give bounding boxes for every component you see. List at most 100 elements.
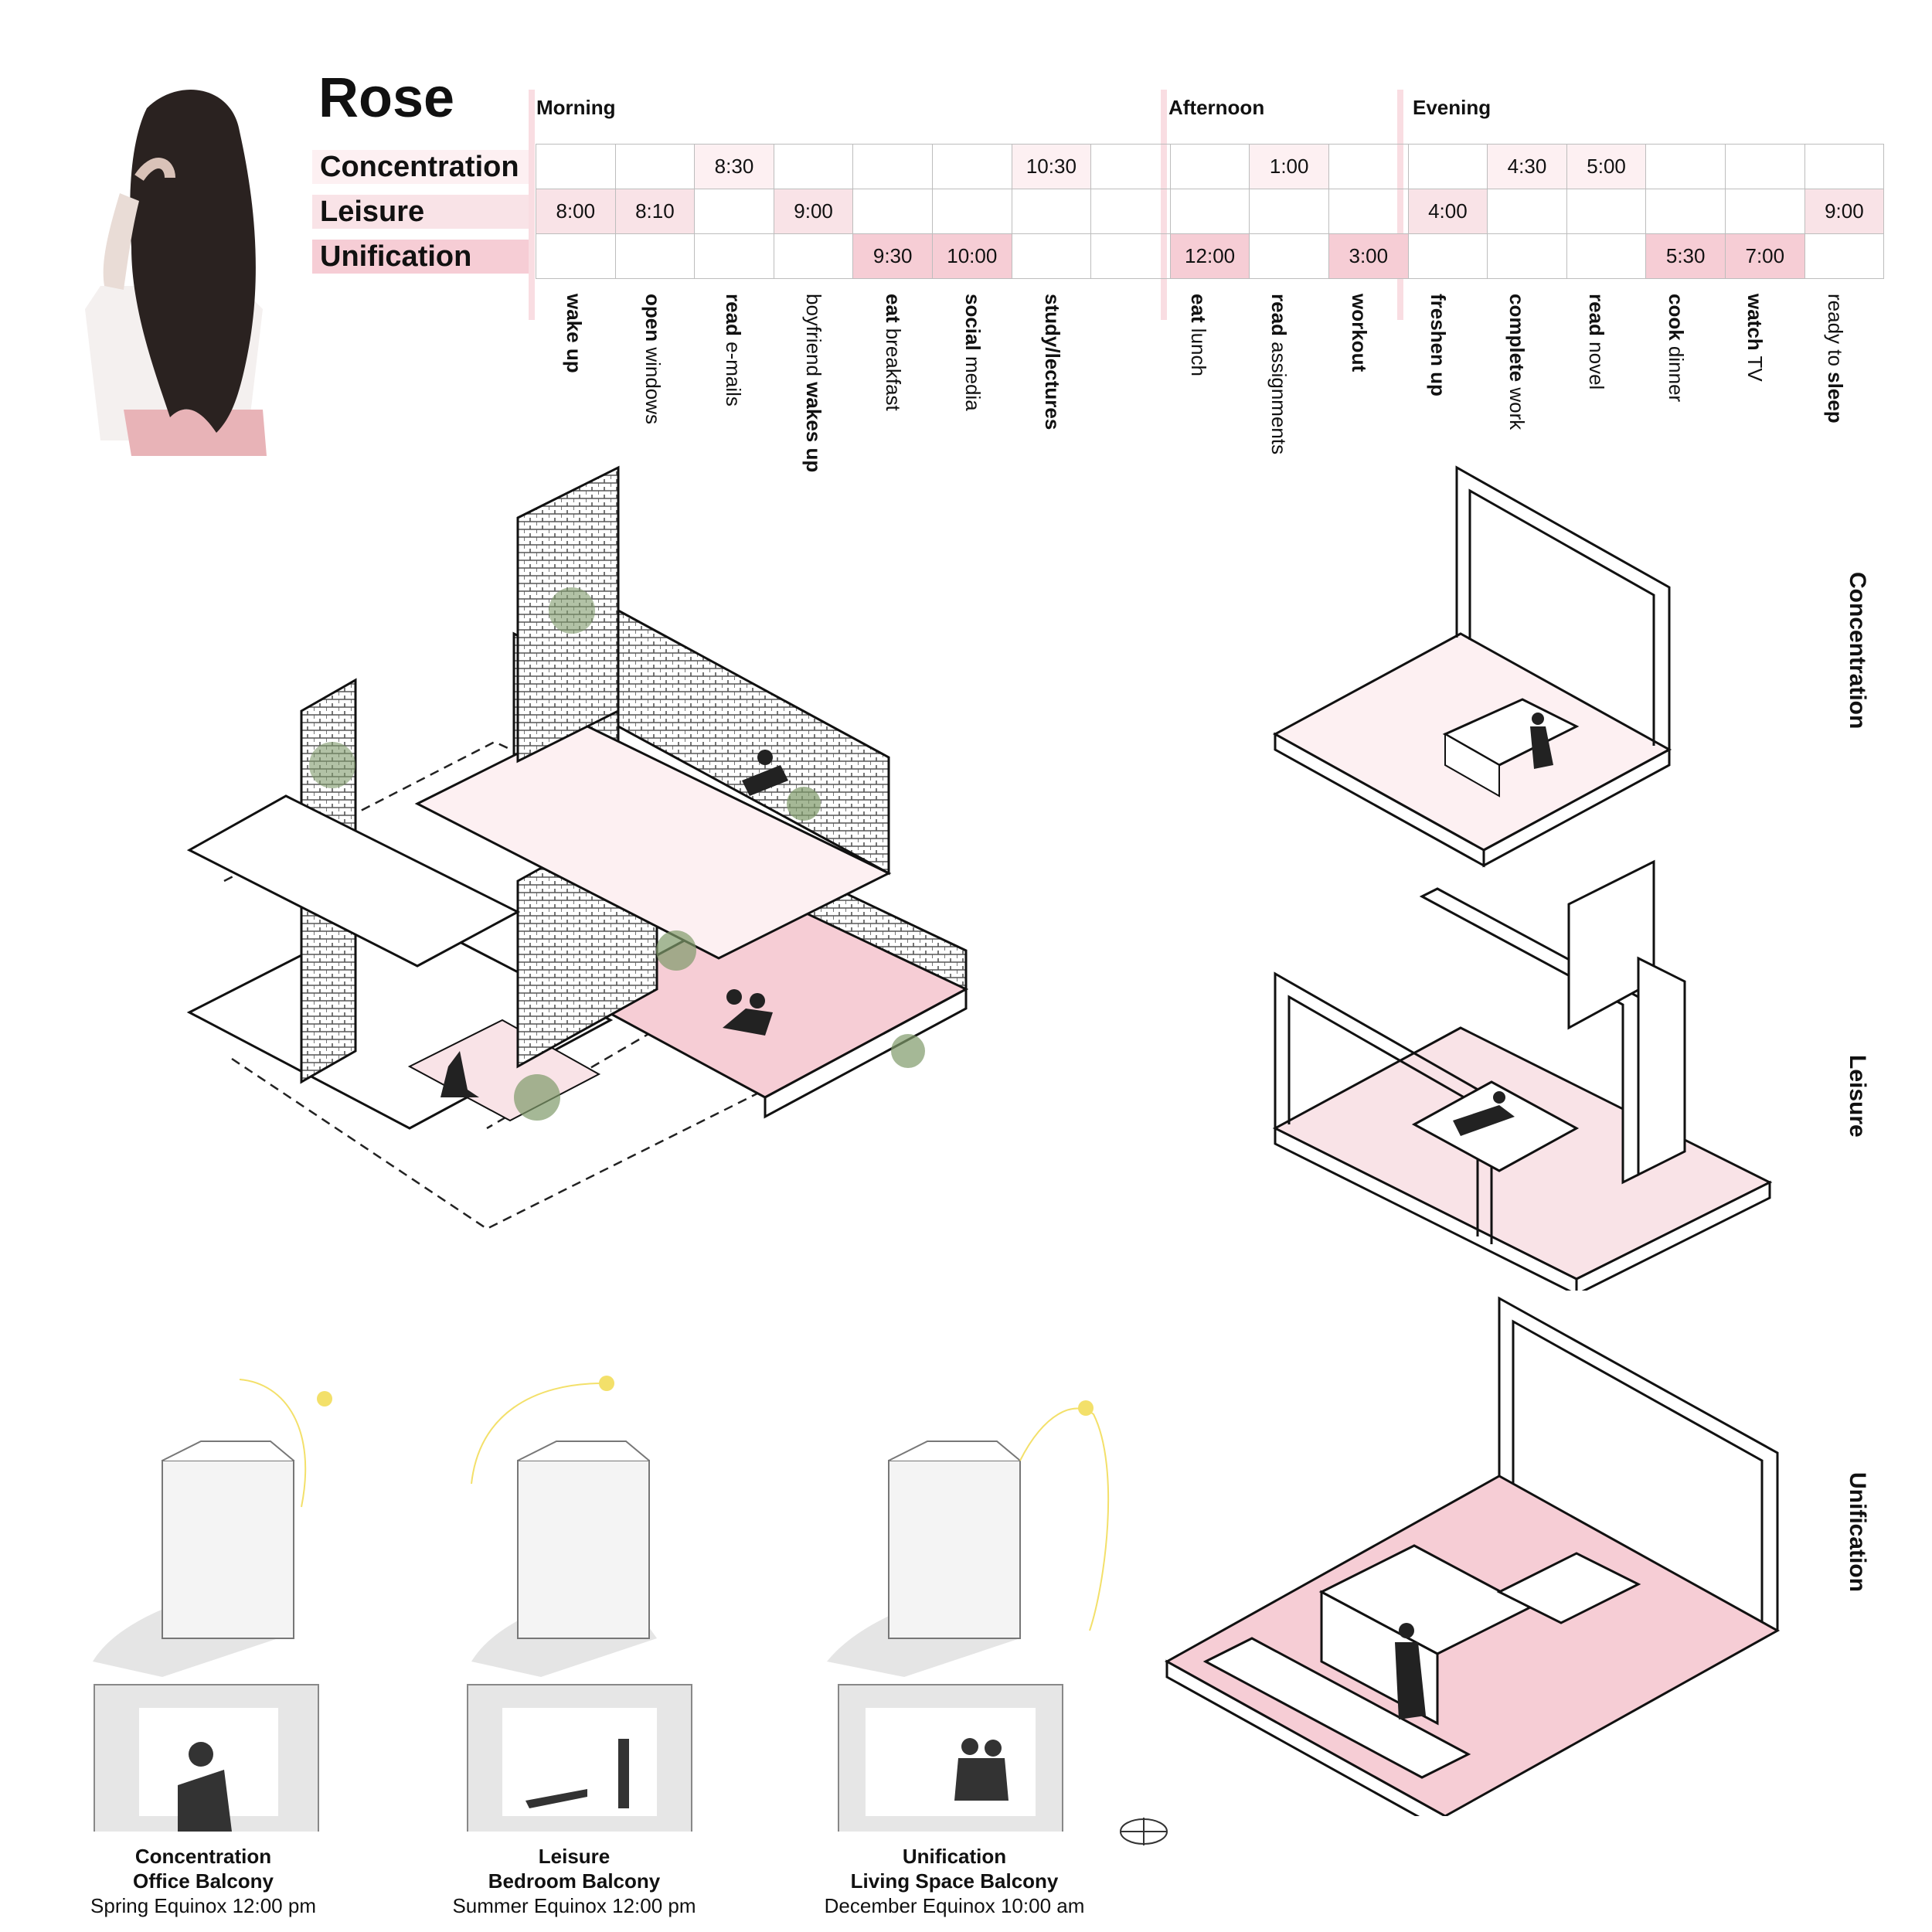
schedule-cell bbox=[1090, 189, 1171, 234]
activity-object: e-mails bbox=[722, 335, 745, 406]
activity-object: dinner bbox=[1665, 340, 1688, 403]
sun-study-unification bbox=[827, 1400, 1110, 1832]
activity-verb: eat bbox=[882, 294, 905, 323]
caption-line2: Living Space Balcony bbox=[850, 1869, 1059, 1893]
schedule-cell bbox=[1804, 144, 1885, 189]
activity-label: workout bbox=[1345, 294, 1376, 479]
period-morning: Morning bbox=[536, 96, 616, 119]
activity-label: read e-mails bbox=[719, 294, 750, 479]
schedule-cell bbox=[694, 233, 774, 279]
activity-verb: cook bbox=[1665, 294, 1688, 341]
activity-object: breakfast bbox=[882, 322, 905, 411]
activity-label: social media bbox=[958, 294, 989, 479]
schedule-cell bbox=[1566, 233, 1647, 279]
schedule-cell: 10:30 bbox=[1011, 144, 1092, 189]
activity-object: lunch bbox=[1187, 322, 1210, 376]
schedule-cell: 5:30 bbox=[1645, 233, 1726, 279]
activity-label: wake up bbox=[560, 294, 590, 479]
schedule-cell: 8:00 bbox=[536, 189, 616, 234]
side-label-unification: Unification bbox=[1845, 1472, 1870, 1592]
schedule-cell bbox=[1407, 144, 1488, 189]
schedule-cell bbox=[1249, 189, 1329, 234]
schedule-cell: 9:00 bbox=[1804, 189, 1885, 234]
schedule-cell: 4:00 bbox=[1407, 189, 1488, 234]
schedule-cell bbox=[694, 189, 774, 234]
schedule-cell bbox=[773, 233, 854, 279]
activity-verb: freshen up bbox=[1427, 294, 1450, 396]
activity-label: freshen up bbox=[1423, 294, 1454, 479]
activity-object: novel bbox=[1585, 335, 1608, 390]
activity-label: cook dinner bbox=[1662, 294, 1692, 479]
schedule-cell: 12:00 bbox=[1169, 233, 1250, 279]
activity-label: read assignments bbox=[1264, 294, 1295, 479]
period-divider bbox=[1397, 90, 1403, 320]
row-label-unification: Unification bbox=[312, 240, 532, 274]
schedule-cell bbox=[932, 189, 1012, 234]
activity-verb: complete bbox=[1505, 294, 1529, 383]
caption-line2: Office Balcony bbox=[132, 1869, 274, 1893]
activity-verb: sleep bbox=[1824, 372, 1847, 423]
activity-verb: read bbox=[1585, 294, 1608, 336]
activity-prefix: ready to bbox=[1824, 294, 1847, 372]
schedule-cell bbox=[1645, 144, 1726, 189]
activity-object: media bbox=[961, 350, 985, 411]
caption-line2: Bedroom Balcony bbox=[488, 1869, 661, 1893]
activity-label: boyfriend wakes up bbox=[799, 294, 830, 479]
side-label-concentration: Concentration bbox=[1845, 572, 1870, 730]
schedule-cell bbox=[1011, 189, 1092, 234]
schedule-cell bbox=[1487, 233, 1567, 279]
schedule-cell bbox=[932, 144, 1012, 189]
activity-label: eat breakfast bbox=[879, 294, 910, 479]
caption-line1: Unification bbox=[902, 1845, 1007, 1868]
activity-label: eat lunch bbox=[1184, 294, 1215, 479]
schedule-cell: 8:10 bbox=[614, 189, 696, 234]
schedule-cell bbox=[852, 189, 933, 234]
main-axonometric-drawing bbox=[186, 465, 969, 1230]
schedule-cell bbox=[1090, 233, 1171, 279]
schedule-cell: 10:00 bbox=[932, 233, 1012, 279]
activity-label: read novel bbox=[1582, 294, 1613, 479]
schedule-cell bbox=[1487, 189, 1567, 234]
sun-study-leisure bbox=[467, 1376, 692, 1832]
caption-line3: Spring Equinox 12:00 pm bbox=[90, 1894, 316, 1917]
activity-object: windows bbox=[641, 342, 665, 425]
caption-line1: Concentration bbox=[134, 1845, 272, 1868]
activity-verb: social bbox=[961, 294, 985, 351]
schedule-cell: 1:00 bbox=[1249, 144, 1329, 189]
activity-object: work bbox=[1505, 382, 1529, 430]
activity-object: assignments bbox=[1267, 335, 1291, 455]
activity-verb: eat bbox=[1187, 294, 1210, 323]
schedule-cell bbox=[1566, 189, 1647, 234]
schedule-cell bbox=[1249, 233, 1329, 279]
schedule-cell bbox=[1169, 144, 1250, 189]
schedule-cell bbox=[1804, 233, 1885, 279]
schedule-cell bbox=[536, 144, 616, 189]
activity-verb: read bbox=[1267, 294, 1291, 336]
portrait-photo bbox=[85, 90, 267, 456]
activity-label: open windows bbox=[638, 294, 669, 479]
activity-verb: workout bbox=[1348, 294, 1371, 372]
activity-verb: open bbox=[641, 294, 665, 342]
period-divider bbox=[529, 90, 535, 320]
schedule-cell bbox=[1407, 233, 1488, 279]
row-label-leisure: Leisure bbox=[312, 195, 532, 229]
activity-verb: study/lectures bbox=[1041, 294, 1064, 430]
sun-study-concentration bbox=[93, 1379, 332, 1832]
schedule-cell bbox=[1645, 189, 1726, 234]
schedule-cell bbox=[1169, 189, 1250, 234]
schedule-cell: 3:00 bbox=[1328, 233, 1409, 279]
schedule-cell bbox=[1725, 144, 1805, 189]
activity-label: study/lectures bbox=[1038, 294, 1069, 479]
schedule-cell bbox=[1011, 233, 1092, 279]
caption-line3: Summer Equinox 12:00 pm bbox=[452, 1894, 696, 1917]
schedule-cell: 4:30 bbox=[1487, 144, 1567, 189]
schedule-cell bbox=[1725, 189, 1805, 234]
schedule-cell bbox=[1090, 144, 1171, 189]
page-title: Rose bbox=[318, 67, 455, 129]
activity-label: ready to sleep bbox=[1821, 294, 1852, 479]
schedule-cell bbox=[773, 144, 854, 189]
period-afternoon: Afternoon bbox=[1168, 96, 1265, 119]
